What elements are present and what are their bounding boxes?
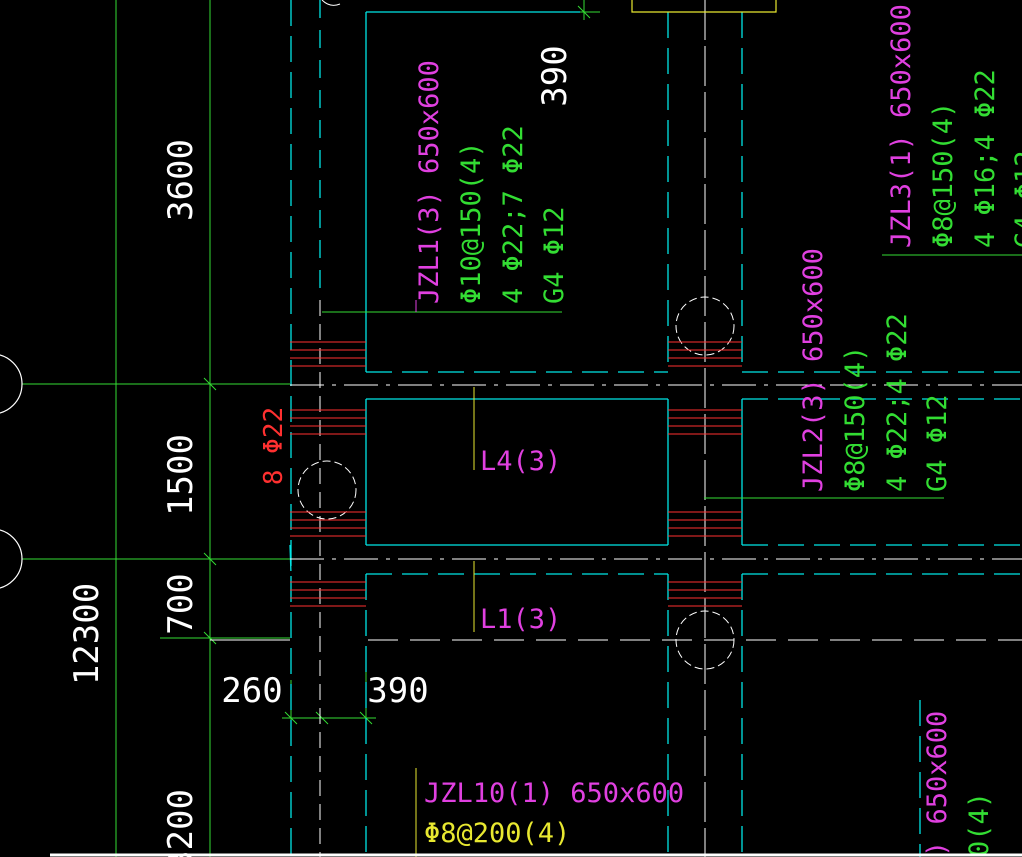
- beam-label-l1: L1(3): [480, 604, 561, 635]
- dim-3200: 3200: [161, 789, 201, 857]
- svg-text:G4 Φ12: G4 Φ12: [922, 394, 953, 492]
- svg-text:Φ10@150(4): Φ10@150(4): [456, 141, 487, 304]
- svg-text:JZL1(3) 650x600: JZL1(3) 650x600: [414, 60, 445, 304]
- svg-text:8 Φ22: 8 Φ22: [259, 407, 289, 485]
- leader-lines: [322, 254, 1022, 857]
- svg-text:JZL3(1) 650x600: JZL3(1) 650x600: [886, 4, 917, 248]
- svg-text:JZL2(3) 650x600: JZL2(3) 650x600: [798, 248, 829, 492]
- svg-text:4 Φ22;7 Φ22: 4 Φ22;7 Φ22: [498, 125, 529, 304]
- rebar-hatches: [290, 341, 742, 607]
- secondary-beam-labels: L4(3) L1(3): [480, 446, 561, 635]
- dim-tick: [315, 711, 329, 725]
- svg-text:) 650x600: ) 650x600: [922, 711, 953, 857]
- rebar-note: 8 Φ22: [259, 407, 289, 485]
- dim-12300: 12300: [67, 583, 107, 685]
- pile-circle: [297, 460, 357, 520]
- beam-label-jzl3: JZL3(1) 650x600 Φ8@150(4) 4 Φ16;4 Φ22 G4…: [886, 4, 1022, 248]
- dim-260: 260: [221, 671, 282, 711]
- dim-700: 700: [161, 573, 201, 634]
- column-outline-top: [631, 0, 777, 13]
- svg-text:4 Φ22;4 Φ22: 4 Φ22;4 Φ22: [882, 313, 913, 492]
- dim-top-390: 390: [535, 45, 575, 106]
- beam-label-l4: L4(3): [480, 446, 561, 477]
- axis-bubble: [0, 354, 23, 414]
- dim-tick: [203, 631, 217, 645]
- svg-text:0(4): 0(4): [964, 792, 995, 857]
- beam-label-partial: ) 650x600 0(4): [922, 711, 995, 857]
- beam-label-jzl2: JZL2(3) 650x600 Φ8@150(4) 4 Φ22;4 Φ22 G4…: [798, 248, 953, 492]
- dim-390: 390: [367, 671, 428, 711]
- beam-outlines: [289, 0, 1022, 857]
- dim-tick: [203, 552, 217, 566]
- axis-bubbles: [0, 354, 23, 589]
- beam-label-jzl1: JZL1(3) 650x600 Φ10@150(4) 4 Φ22;7 Φ22 G…: [414, 60, 570, 304]
- dim-1500: 1500: [161, 434, 201, 516]
- svg-text:Φ8@150(4): Φ8@150(4): [840, 346, 871, 492]
- dim-tick: [203, 377, 217, 391]
- svg-text:G4 Φ12: G4 Φ12: [1010, 150, 1022, 248]
- svg-text:G4 Φ12: G4 Φ12: [539, 206, 570, 304]
- beam-label-jzl10: JZL10(1) 650x600 Φ8@200(4): [424, 778, 684, 849]
- dim-3600: 3600: [161, 139, 201, 221]
- svg-text:4 Φ16;4 Φ22: 4 Φ16;4 Φ22: [970, 69, 1001, 248]
- dimension-texts: 390 3600 1500 700 12300 3200 260 390: [67, 45, 575, 857]
- svg-text:Φ8@200(4): Φ8@200(4): [424, 818, 570, 849]
- svg-text:JZL10(1) 650x600: JZL10(1) 650x600: [424, 778, 684, 809]
- svg-text:Φ8@150(4): Φ8@150(4): [928, 102, 959, 248]
- axis-bubble: [0, 529, 23, 589]
